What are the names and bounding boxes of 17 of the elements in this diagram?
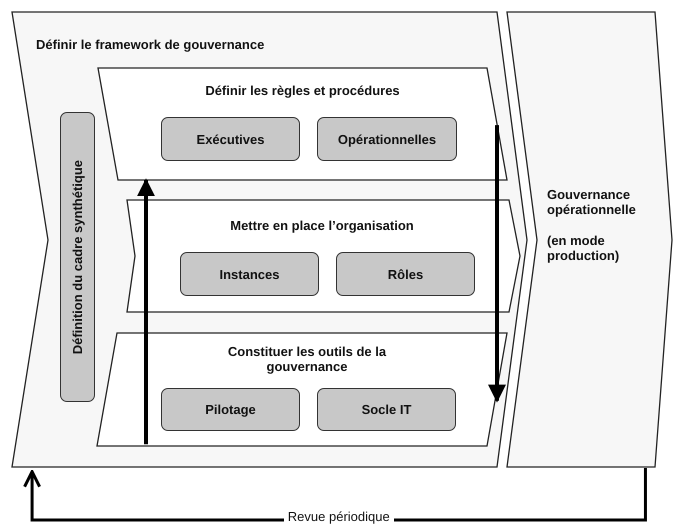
category-box: Opérationnelles <box>317 117 457 161</box>
arrow <box>488 125 506 403</box>
category-box: Exécutives <box>161 117 300 161</box>
category-box: Pilotage <box>161 388 300 431</box>
category-box: Socle IT <box>317 388 456 431</box>
vertical-label: Définition du cadre synthétique <box>70 160 85 354</box>
band-title: Constituer les outils de la gouvernance <box>226 345 388 375</box>
vertical-label-box <box>60 112 95 402</box>
arrow <box>137 178 155 444</box>
edge-label: Revue périodique <box>284 509 394 524</box>
category-box: Instances <box>180 252 319 296</box>
stage-title: Définir le framework de gouvernance <box>36 38 266 53</box>
band-title: Mettre en place l’organisation <box>229 219 415 234</box>
category-box: Rôles <box>336 252 475 296</box>
stage-title: Gouvernance opérationnelle <box>547 188 637 218</box>
band-title: Définir les règles et procédures <box>204 84 401 99</box>
stage-note: (en mode production) <box>547 234 620 264</box>
